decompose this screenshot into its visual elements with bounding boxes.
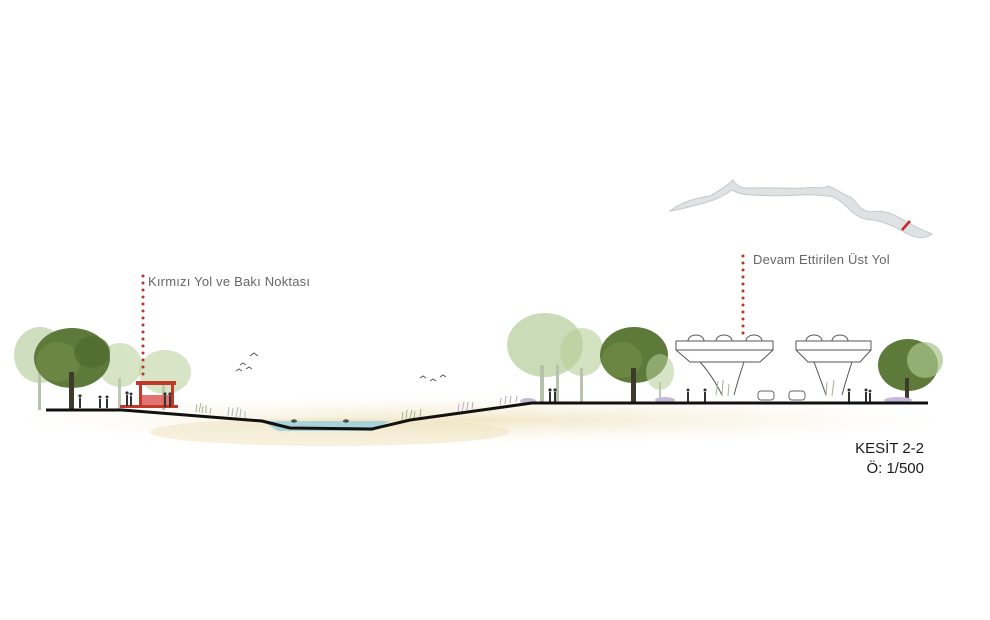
vehicle-icon bbox=[757, 390, 806, 401]
ground-glow bbox=[10, 396, 950, 446]
tree-icon bbox=[646, 354, 674, 403]
river-map-icon bbox=[668, 179, 934, 239]
viewpoint-leader bbox=[141, 274, 145, 376]
person-icon bbox=[548, 388, 872, 403]
bridge-icon bbox=[795, 334, 872, 397]
tree-icon bbox=[560, 328, 604, 403]
bird-icon bbox=[235, 352, 447, 382]
map-marker bbox=[901, 220, 911, 231]
section-scale: Ö: 1/500 bbox=[866, 460, 924, 477]
tree-group-left bbox=[14, 327, 191, 410]
bridge-icon bbox=[675, 334, 774, 397]
viewpoint-label: Kırmızı Yol ve Bakı Noktası bbox=[148, 274, 311, 289]
tree-group-right bbox=[878, 339, 943, 403]
tree-group-center-right bbox=[507, 313, 674, 403]
tree-icon bbox=[34, 328, 110, 410]
upper-road-leader bbox=[741, 254, 745, 335]
waterfowl bbox=[291, 419, 349, 423]
ground-line bbox=[46, 401, 928, 431]
pavilion-icon bbox=[120, 381, 178, 408]
section-name: KESİT 2-2 bbox=[855, 440, 924, 457]
vegetation-slope bbox=[195, 395, 518, 421]
tree-icon bbox=[878, 339, 943, 403]
upper-road-label: Devam Ettirilen Üst Yol bbox=[753, 252, 890, 267]
person-icon bbox=[78, 391, 172, 408]
